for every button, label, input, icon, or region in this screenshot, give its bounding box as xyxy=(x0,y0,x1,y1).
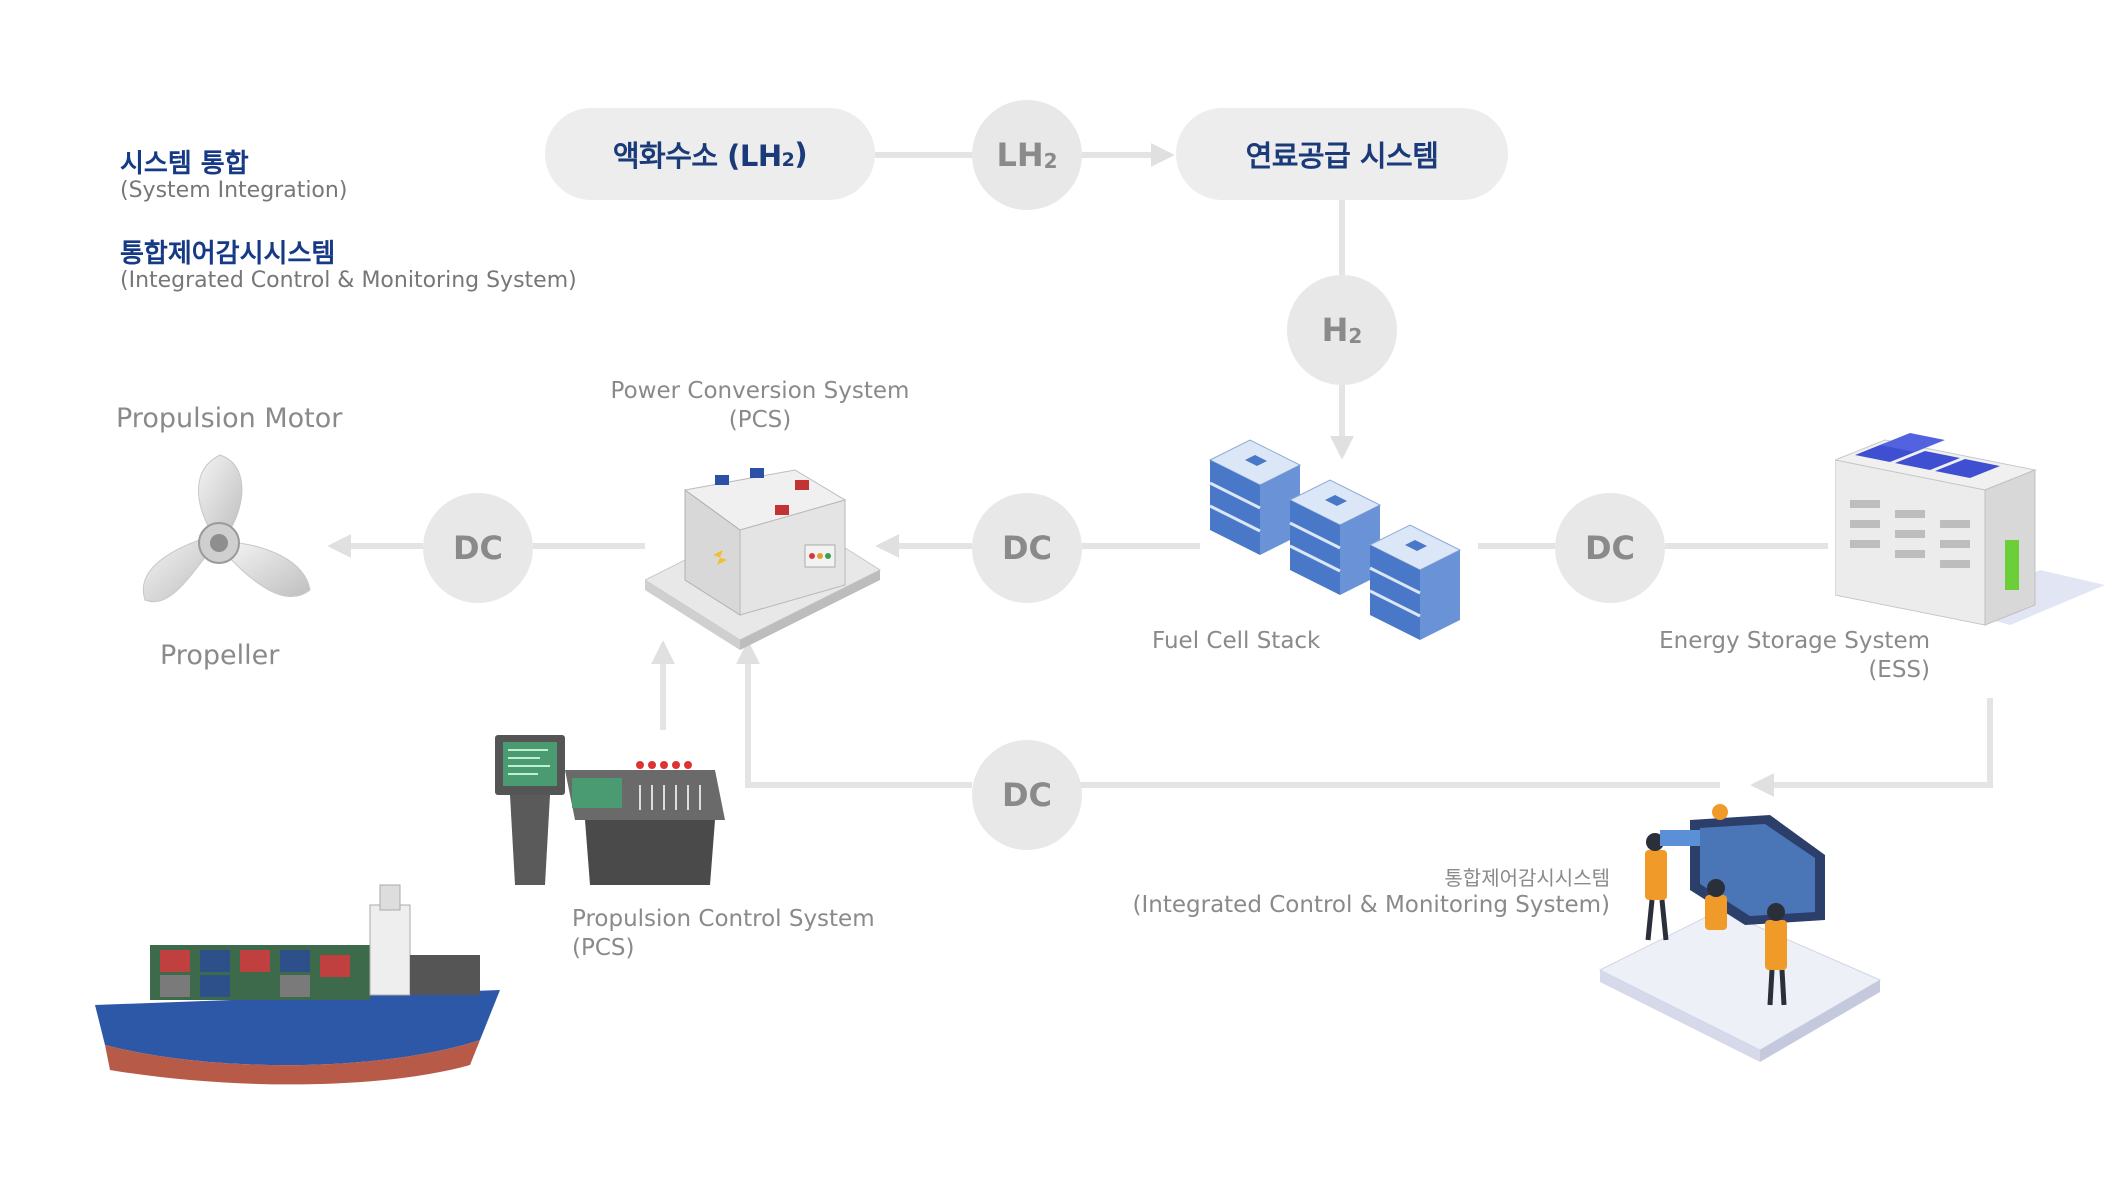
legend-title-icms: 통합제어감시시스템 xyxy=(120,239,336,269)
legend-sub-system-integration: (System Integration) xyxy=(120,178,348,203)
dc-circle-motor: DC xyxy=(423,493,533,603)
pcs-unit-icon xyxy=(645,468,882,650)
container-ship-icon xyxy=(95,884,500,1085)
ess-label-line1: Energy Storage System xyxy=(1659,628,1930,654)
lh2-storage-suffix: ) xyxy=(794,137,808,171)
server-tower-2 xyxy=(1288,479,1382,595)
dc-circle-fuel-cell: DC xyxy=(972,493,1082,603)
propulsion-motor-label: Propulsion Motor xyxy=(116,403,343,434)
server-tower-3 xyxy=(1368,524,1462,640)
fuel-supply-pill: 연료공급 시스템 xyxy=(1176,108,1508,200)
arrow-ess-to-icms xyxy=(1750,698,1993,797)
legend-title-system-integration: 시스템 통합 xyxy=(120,149,249,179)
fuel-cell-stack-icon xyxy=(1208,439,1462,640)
icms-label-line1: 통합제어감시시스템 xyxy=(1444,866,1610,890)
pcs-label-line1: Power Conversion System xyxy=(610,378,910,404)
icms-label-line2: (Integrated Control & Monitoring System) xyxy=(1132,892,1610,918)
propulsion-control-console-icon xyxy=(495,735,725,885)
lh2-storage-sub: 2 xyxy=(781,149,795,171)
propeller-icon xyxy=(142,454,311,603)
h2-circle-label: H xyxy=(1321,311,1349,349)
h2-circle-sub: 2 xyxy=(1348,324,1363,348)
lh2-storage-label: 액화수소 (LH xyxy=(612,139,782,173)
propeller-label: Propeller xyxy=(160,640,280,671)
fuel-supply-label: 연료공급 시스템 xyxy=(1245,139,1439,173)
icms-control-room-icon xyxy=(1598,804,1882,1062)
server-tower-1 xyxy=(1208,439,1302,555)
lh2-circle-label: LH xyxy=(996,136,1044,174)
ess-icon xyxy=(1835,433,2105,626)
propulsion-control-label-line1: Propulsion Control System xyxy=(572,906,875,932)
arrow-dc-to-pcs xyxy=(736,640,972,788)
dc-circle-icms: DC xyxy=(972,740,1082,850)
dc-circle-ess: DC xyxy=(1555,493,1665,603)
ess-label-line2: (ESS) xyxy=(1868,657,1930,683)
propulsion-control-label-line2: (PCS) xyxy=(572,935,635,961)
legend-sub-icms: (Integrated Control & Monitoring System) xyxy=(120,268,577,293)
pcs-label-line2: (PCS) xyxy=(728,407,792,433)
fuel-cell-stack-label: Fuel Cell Stack xyxy=(1152,628,1321,654)
lh2-circle-sub: 2 xyxy=(1043,149,1058,173)
